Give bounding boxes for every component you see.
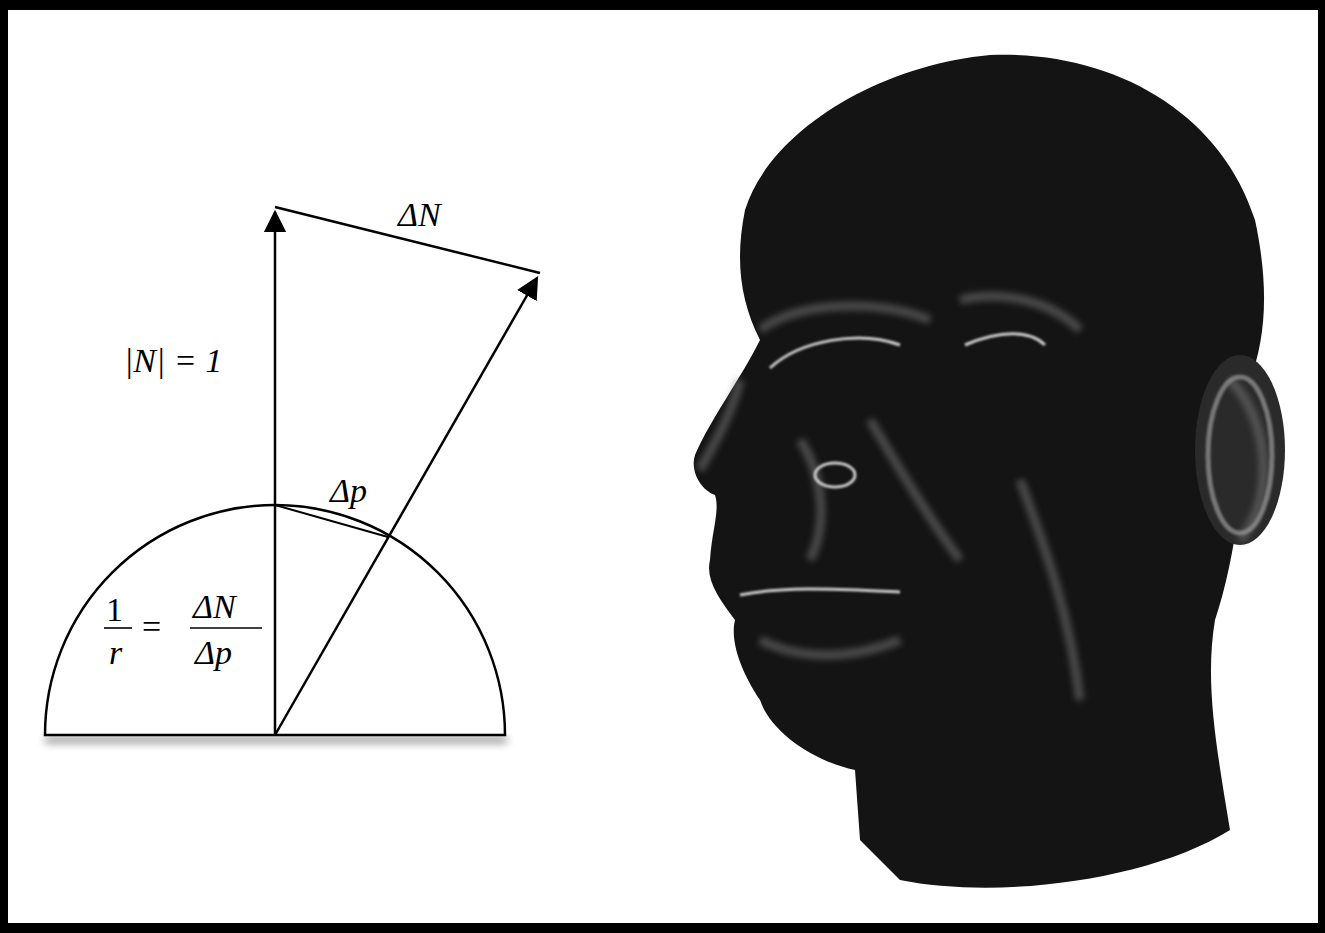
vector-label: Δp xyxy=(330,474,367,508)
curvature-head xyxy=(694,55,1285,888)
fraction-bar xyxy=(104,627,132,629)
delta-p-chord xyxy=(275,505,388,537)
normal-vector xyxy=(275,278,537,735)
equals-sign: = xyxy=(142,610,161,644)
fraction-numerator: ΔN xyxy=(193,590,236,624)
ground xyxy=(8,10,1318,923)
fraction-numerator: 1 xyxy=(106,593,123,627)
fraction-bar xyxy=(190,627,262,629)
fraction-denominator: r xyxy=(109,636,122,670)
vector-label: ΔN xyxy=(398,198,441,232)
fraction-denominator: Δp xyxy=(195,636,232,670)
vector-label: |N| = 1 xyxy=(124,344,222,378)
normal-vector xyxy=(274,212,277,735)
baseline-shadow xyxy=(45,737,507,743)
